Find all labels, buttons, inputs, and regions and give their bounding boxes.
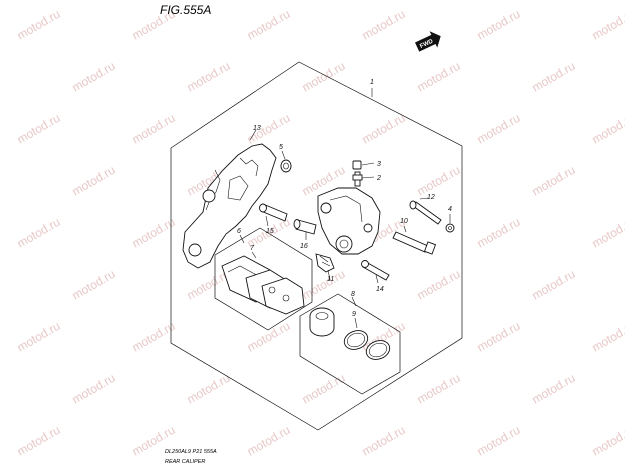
fwd-label: FWD — [419, 38, 435, 49]
watermark-text: motod.ru — [360, 423, 408, 459]
part-16-pin — [293, 219, 317, 240]
watermark-text: motod.ru — [130, 111, 178, 147]
watermark-text: motod.ru — [300, 267, 348, 303]
watermark-text: motod.ru — [70, 267, 118, 303]
watermark-text: motod.ru — [130, 215, 178, 251]
fwd-arrow-badge: FWD — [415, 31, 441, 52]
part-15-pin — [259, 203, 288, 227]
part-14-bolt — [361, 260, 390, 284]
watermark-text: motod.ru — [245, 319, 293, 355]
callout-12: 12 — [427, 194, 435, 201]
part-2-bleeder-valve — [352, 171, 375, 187]
callout-labels: 1 2 3 4 5 6 7 8 9 10 11 12 13 14 15 16 — [237, 79, 452, 318]
watermark-text: motod.ru — [475, 111, 523, 147]
watermark-text: motod.ru — [15, 7, 63, 43]
watermark-text: motod.ru — [590, 215, 625, 251]
figure-title: FIG.555A — [160, 3, 211, 17]
watermark-text: motod.ru — [70, 163, 118, 199]
watermark-text: motod.ru — [70, 59, 118, 95]
callout-4: 4 — [448, 206, 452, 213]
watermark-text: motod.ru — [360, 7, 408, 43]
watermark-text: motod.ru — [530, 59, 578, 95]
watermark-text: motod.ru — [15, 111, 63, 147]
watermark-text: motod.ru — [530, 163, 578, 199]
watermark-text: motod.ru — [245, 111, 293, 147]
watermark-text: motod.ru — [530, 267, 578, 303]
part-8-seal-kit-box — [299, 293, 401, 395]
watermark-text: motod.ru — [360, 111, 408, 147]
part-3-bleeder-cap — [352, 160, 375, 170]
watermark-text: motod.ru — [185, 59, 233, 95]
callout-5: 5 — [279, 144, 283, 151]
part-4-nut — [445, 214, 455, 233]
watermark-text: motod.ru — [415, 371, 463, 407]
callout-15: 15 — [266, 228, 274, 235]
watermark-text: motod.ru — [245, 7, 293, 43]
watermark-text: motod.ru — [530, 371, 578, 407]
callout-6: 6 — [237, 228, 241, 235]
watermark-text: motod.ru — [70, 371, 118, 407]
callout-11: 11 — [327, 276, 334, 283]
watermark-text: motod.ru — [590, 423, 625, 459]
watermark-text: motod.ru — [475, 7, 523, 43]
callout-9: 9 — [352, 311, 356, 318]
callout-2: 2 — [376, 175, 381, 182]
callout-1: 1 — [370, 79, 374, 86]
callout-13: 13 — [253, 125, 261, 132]
part-11-spring — [315, 253, 335, 281]
watermark-text: motod.ru — [15, 423, 63, 459]
part-12-bolt — [409, 197, 442, 225]
callout-10: 10 — [400, 218, 408, 225]
watermark-text: motod.ru — [15, 319, 63, 355]
watermark-text: motod.ru — [590, 111, 625, 147]
part-5-boot — [280, 150, 292, 173]
watermark-text: motod.ru — [590, 319, 625, 355]
watermark-text: motod.ru — [300, 371, 348, 407]
piston — [309, 307, 335, 337]
callout-8: 8 — [351, 291, 355, 298]
watermark-text: motod.ru — [475, 319, 523, 355]
part-10-bolt — [392, 225, 437, 255]
watermark-text: motod.ru — [15, 215, 63, 251]
watermark-text: motod.ru — [475, 215, 523, 251]
callout-16: 16 — [300, 243, 308, 250]
part-6-pad-set-box — [214, 227, 313, 331]
footer-caption: REAR CALIPER — [165, 459, 205, 465]
part-9-seals — [343, 317, 391, 360]
watermark-text: motod.ru — [415, 267, 463, 303]
watermark-text: motod.ru — [415, 59, 463, 95]
watermark-text: motod.ru — [475, 423, 523, 459]
callout-14: 14 — [376, 286, 384, 293]
callout-7: 7 — [250, 245, 255, 252]
watermark-text: motod.ru — [245, 423, 293, 459]
watermark-text: motod.ru — [415, 163, 463, 199]
footer-code: DL250AL9 P21 555A — [165, 449, 217, 455]
watermark-text: motod.ru — [130, 319, 178, 355]
watermark-text: motod.ru — [300, 59, 348, 95]
callout-3: 3 — [377, 161, 381, 168]
watermark-text: motod.ru — [185, 371, 233, 407]
watermark-text: motod.ru — [590, 7, 625, 43]
part-1-caliper-body — [317, 187, 381, 255]
assembly-outline — [170, 61, 463, 431]
part-13-caliper-bracket — [182, 129, 277, 269]
